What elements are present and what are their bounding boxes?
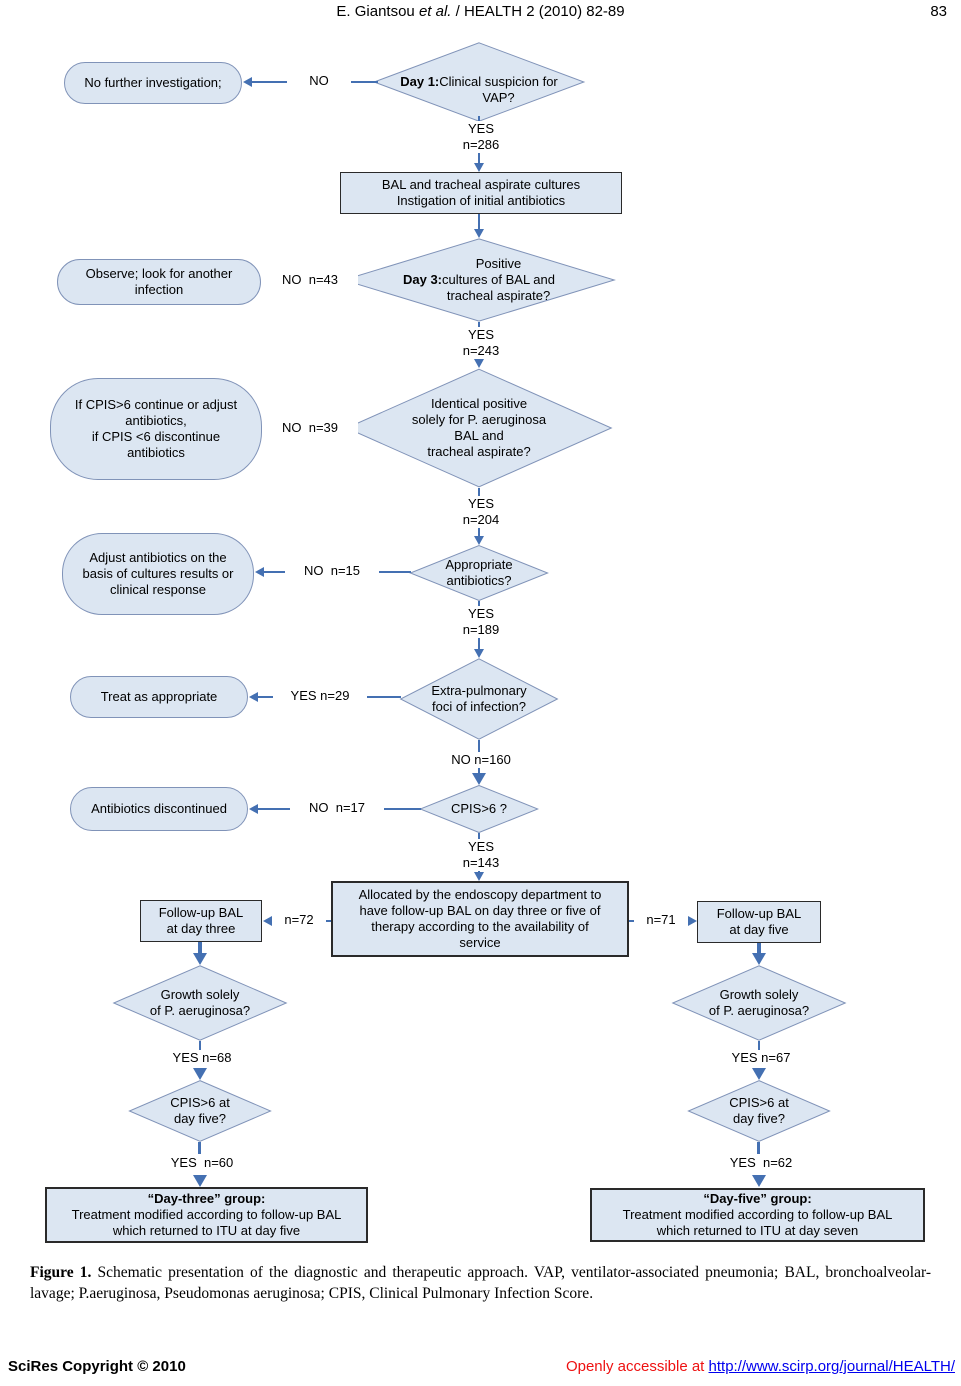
footer-access-text: Openly accessible at	[565, 1358, 709, 1375]
process-bal-cultures: BAL and tracheal aspirate cultures Insti…	[340, 172, 622, 214]
decision-cpis6-label: CPIS>6 ?	[450, 801, 507, 816]
decision-growth-solely-right-label: Growth solely of P. aeruginosa?	[708, 987, 810, 1018]
decision-cpis6-day5-right: CPIS>6 at day five?	[687, 1080, 831, 1142]
process-followup-bal-day-three: Follow-up BAL at day three	[140, 900, 262, 942]
connector-yes8	[198, 1142, 201, 1154]
edge-label-n72: n=72	[272, 912, 326, 928]
arrowhead-down-icon	[752, 953, 766, 965]
decision-extrapulmonary-foci-label: Extra-pulmonary foci of infection?	[431, 683, 527, 714]
decision-day1-vap: Day 1: Clinical suspicion for VAP?	[372, 42, 586, 122]
edge-label-no6: NO n=17	[290, 800, 384, 816]
decision-cpis6: CPIS>6 ?	[419, 785, 539, 833]
header-journal: / HEALTH 2 (2010) 82-89	[451, 3, 625, 20]
decision-day3-label: Day 3: Positive cultures of BAL and trac…	[402, 256, 555, 303]
edge-label-n71: n=71	[634, 912, 688, 928]
decision-extrapulmonary-foci: Extra-pulmonary foci of infection?	[399, 658, 559, 740]
arrowhead-left-icon	[255, 567, 264, 577]
connector-yes7	[199, 1041, 201, 1051]
edge-label-yes5: YES n=29	[273, 688, 367, 704]
arrowhead-down-icon	[193, 953, 207, 965]
decision-growth-solely-left: Growth solely of P. aeruginosa?	[112, 965, 288, 1041]
edge-label-yes4: YES n=189	[429, 606, 533, 638]
figure-caption-text: Schematic presentation of the diagnostic…	[30, 1264, 931, 1302]
figure-caption: Figure 1. Schematic presentation of the …	[30, 1262, 931, 1304]
edge-label-no3: NO n=39	[262, 420, 358, 436]
decision-day1-label: Day 1: Clinical suspicion for VAP?	[400, 74, 558, 105]
outcome-cpis-continue-adjust: If CPIS>6 continue or adjust antibiotics…	[50, 378, 262, 480]
arrowhead-down-icon	[472, 773, 486, 785]
edge-label-yes10: YES n=62	[709, 1155, 813, 1171]
decision-appropriate-antibiotics-label: Appropriate antibiotics?	[445, 557, 513, 588]
footer-journal-link[interactable]: http://www.scirp.org/journal/HEALTH/	[708, 1358, 955, 1375]
arrowhead-left-icon	[249, 804, 258, 814]
decision-cpis6-day5-right-label: CPIS>6 at day five?	[729, 1095, 789, 1126]
outcome-antibiotics-discontinued: Antibiotics discontinued	[70, 787, 248, 831]
arrowhead-down-icon	[193, 1068, 207, 1080]
decision-cpis6-day5-left: CPIS>6 at day five?	[128, 1080, 272, 1142]
edge-label-yes7: YES n=68	[150, 1050, 254, 1066]
footer-copyright: SciRes Copyright © 2010	[8, 1358, 186, 1375]
group-day-five: “Day-five” group: Treatment modified acc…	[590, 1188, 925, 1242]
outcome-no-further-investigation: No further investigation;	[64, 62, 242, 104]
outcome-treat-appropriate: Treat as appropriate	[70, 676, 248, 718]
process-followup-bal-day-five: Follow-up BAL at day five	[697, 901, 821, 943]
group-day-three: “Day-three” group: Treatment modified ac…	[45, 1187, 368, 1243]
decision-growth-solely-right: Growth solely of P. aeruginosa?	[671, 965, 847, 1041]
outcome-adjust-antibiotics: Adjust antibiotics on the basis of cultu…	[62, 533, 254, 615]
edge-label-no1: NO	[287, 73, 351, 89]
group-day-five-text: “Day-five” group: Treatment modified acc…	[622, 1191, 893, 1238]
edge-label-yes6: YES n=143	[429, 839, 533, 871]
arrowhead-down-icon	[752, 1175, 766, 1187]
edge-label-yes2: YES n=243	[429, 327, 533, 359]
header-author: E. Giantsou	[336, 3, 419, 20]
outcome-observe-infection: Observe; look for another infection	[57, 259, 261, 305]
arrowhead-down-icon	[752, 1068, 766, 1080]
arrowhead-left-icon	[263, 916, 272, 926]
connector	[757, 943, 761, 953]
arrowhead-left-icon	[249, 692, 258, 702]
arrowhead-down-icon	[474, 229, 484, 238]
decision-identical-positive-label: Identical positive solely for P. aerugin…	[411, 396, 547, 459]
arrowhead-down-icon	[193, 1175, 207, 1187]
edge-label-yes1: YES n=286	[429, 121, 533, 153]
edge-label-no4: NO n=15	[285, 563, 379, 579]
arrowhead-left-icon	[243, 77, 252, 87]
decision-day3-cultures: Day 3: Positive cultures of BAL and trac…	[341, 238, 617, 322]
decision-appropriate-antibiotics: Appropriate antibiotics?	[409, 545, 549, 601]
arrowhead-down-icon	[474, 163, 484, 172]
arrowhead-down-icon	[474, 359, 484, 368]
connector-yes10	[757, 1142, 760, 1154]
footer-access: Openly accessible at http://www.scirp.or…	[566, 1358, 955, 1375]
connector-yes9	[758, 1041, 760, 1051]
figure-caption-label: Figure 1.	[30, 1264, 92, 1281]
edge-label-no5: NO n=160	[429, 752, 533, 768]
arrowhead-down-icon	[474, 872, 484, 881]
arrowhead-right-icon	[688, 916, 697, 926]
arrowhead-down-icon	[474, 649, 484, 658]
page-number: 83	[930, 3, 947, 20]
edge-label-yes3: YES n=204	[429, 496, 533, 528]
edge-label-no2: NO n=43	[262, 272, 358, 288]
process-endoscopy-allocation: Allocated by the endoscopy department to…	[331, 881, 629, 957]
edge-label-yes8: YES n=60	[150, 1155, 254, 1171]
decision-cpis6-day5-left-label: CPIS>6 at day five?	[170, 1095, 230, 1126]
group-day-three-text: “Day-three” group: Treatment modified ac…	[71, 1191, 342, 1238]
header-running-title: E. Giantsou et al. / HEALTH 2 (2010) 82-…	[0, 3, 961, 20]
header-etal: et al.	[418, 3, 452, 20]
decision-identical-positive: Identical positive solely for P. aerugin…	[344, 368, 614, 488]
connector	[198, 942, 202, 953]
connector	[478, 214, 480, 229]
arrowhead-down-icon	[474, 536, 484, 545]
decision-growth-solely-left-label: Growth solely of P. aeruginosa?	[149, 987, 251, 1018]
edge-label-yes9: YES n=67	[709, 1050, 813, 1066]
